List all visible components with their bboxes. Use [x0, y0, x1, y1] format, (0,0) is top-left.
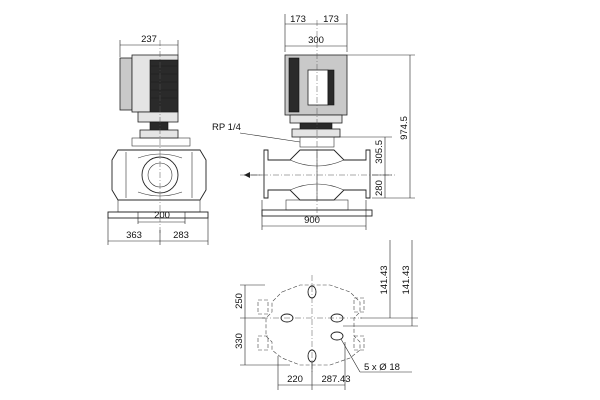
front-motor-width-label: 300 — [308, 35, 324, 46]
plan-holes-label: 5 x Ø 18 — [364, 362, 400, 373]
front-port-callout: RP 1/4 — [212, 122, 301, 143]
side-motor-width-dimension: 237 — [119, 34, 179, 57]
plan-holes-callout: 5 x Ø 18 — [340, 338, 412, 373]
side-base-width-dimension: 200 — [137, 210, 186, 224]
front-motor-width-dimension: 300 — [285, 35, 347, 47]
plan-left-dimensions: 250 330 — [234, 284, 290, 366]
plan-bottom-dimensions: 220 287.43 — [277, 342, 351, 390]
side-view: 237 200 363 283 — [107, 34, 209, 245]
front-overall-height-label: 974.5 — [399, 116, 410, 140]
front-motor — [284, 54, 348, 138]
plan-footprint-outline — [257, 284, 365, 366]
plan-top-offset-label: 250 — [234, 293, 245, 309]
front-flange-height-label: 305.5 — [374, 140, 385, 164]
side-base-width-label: 200 — [154, 210, 170, 221]
front-half-dimensions: 173 173 — [284, 14, 348, 52]
side-motor — [119, 54, 179, 139]
plan-right-far-label: 141.43 — [401, 265, 412, 294]
side-base-split-dimension: 363 283 — [107, 218, 209, 245]
plan-bottom-left-label: 220 — [287, 374, 303, 385]
plan-view: 250 330 141.43 141.43 220 287.43 5 x Ø 1… — [234, 240, 418, 390]
front-height-dimensions: 305.5 280 974.5 — [334, 54, 415, 199]
front-half-right-label: 173 — [323, 14, 339, 25]
front-view: 173 173 300 RP 1/4 305.5 280 974.5 — [212, 14, 415, 230]
front-flange-length-dimension: 900 — [261, 200, 367, 230]
side-motor-width-label: 237 — [141, 34, 157, 45]
front-flange-length-label: 900 — [304, 215, 320, 226]
front-flow-arrowhead — [244, 172, 250, 178]
front-port-label: RP 1/4 — [212, 122, 241, 133]
plan-right-top-label: 141.43 — [379, 265, 390, 294]
side-pump-body — [107, 137, 209, 219]
front-half-left-label: 173 — [290, 14, 306, 25]
plan-right-dimensions: 141.43 141.43 — [343, 240, 418, 327]
plan-bottom-right-label: 287.43 — [321, 374, 350, 385]
plan-bottom-offset-label: 330 — [234, 333, 245, 349]
front-base-height-label: 280 — [374, 180, 385, 196]
side-base-right-label: 283 — [173, 230, 189, 241]
side-base-left-label: 363 — [126, 230, 142, 241]
